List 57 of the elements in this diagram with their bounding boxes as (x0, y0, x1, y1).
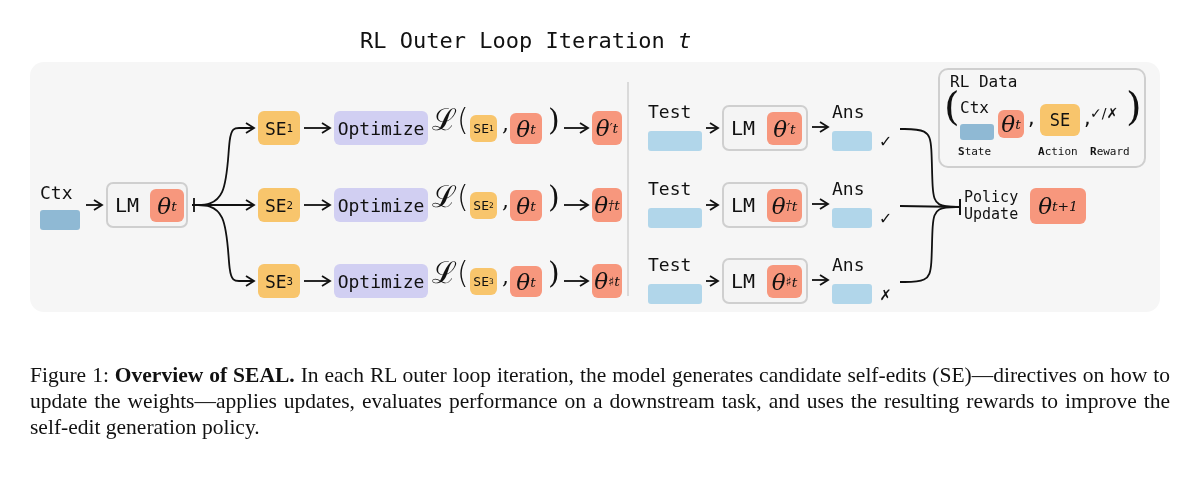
self-edit-box: SE (1040, 104, 1080, 136)
bracket: ℒ( (432, 105, 469, 135)
token-label: Test (648, 180, 692, 198)
model-box (722, 105, 808, 151)
arrow (811, 121, 829, 133)
expression-text: , (502, 266, 509, 288)
diagram-title: RL Outer Loop Iteration t (360, 28, 692, 53)
tuple-caption: Action (1038, 146, 1078, 157)
arrow (705, 122, 719, 134)
expression-text: , (1026, 110, 1037, 128)
optimizer-box: Optimize (334, 188, 428, 222)
tuple-caption: State (958, 146, 992, 157)
bracket: ) (1126, 86, 1142, 126)
arrow (191, 204, 255, 287)
arrow (563, 199, 589, 211)
model-label: LM (731, 193, 756, 217)
figure-caption: Figure 1: Overview of SEAL. In each RL outer loop iteration, the model generates candidate self-edits (SE)—directives on how to update the weights—applies updates, evaluates performance on a downstream task, and uses the resulting rewards to improve the self-edit generation policy. (30, 362, 1170, 441)
expression-text: , (502, 190, 509, 212)
model-label: LM (731, 116, 756, 140)
bracket: ) (548, 258, 560, 288)
arrow (811, 198, 829, 210)
arrow (705, 199, 719, 211)
result-mark: ✓ (880, 207, 891, 228)
policy-update-label: Policy Update (964, 189, 1020, 224)
token-label: Ans (832, 180, 865, 198)
arrow (811, 274, 829, 286)
arrow (85, 199, 103, 211)
bracket: ℒ( (432, 258, 469, 288)
bracket: ) (548, 182, 560, 212)
token-label: Test (648, 256, 692, 274)
token-label: Ans (832, 103, 865, 121)
arrow (563, 122, 589, 134)
bracket: ) (548, 105, 560, 135)
model-box (722, 182, 808, 228)
result-mark: ✓ (880, 130, 891, 151)
expression-text: , (1082, 110, 1093, 128)
model-label: LM (115, 193, 140, 217)
token-label: Test (648, 103, 692, 121)
arrow (303, 275, 331, 287)
optimizer-box: Optimize (334, 111, 428, 145)
bracket: ℒ( (432, 182, 469, 212)
reward-symbol: ✓/✗ (1090, 106, 1119, 120)
arrow (303, 199, 331, 211)
model-box (722, 258, 808, 304)
rl-data-box (938, 68, 1146, 168)
optimizer-box: Optimize (334, 264, 428, 298)
model-label: LM (731, 269, 756, 293)
result-mark: ✗ (880, 283, 891, 304)
model-box (106, 182, 188, 228)
token-label: Ctx (960, 100, 989, 116)
token-label: Ans (832, 256, 865, 274)
arrow (563, 275, 589, 287)
tuple-caption: Reward (1090, 146, 1130, 157)
token-label: Ctx (40, 184, 73, 202)
arrow (303, 122, 331, 134)
expression-text: , (502, 113, 509, 135)
arrow (705, 275, 719, 287)
